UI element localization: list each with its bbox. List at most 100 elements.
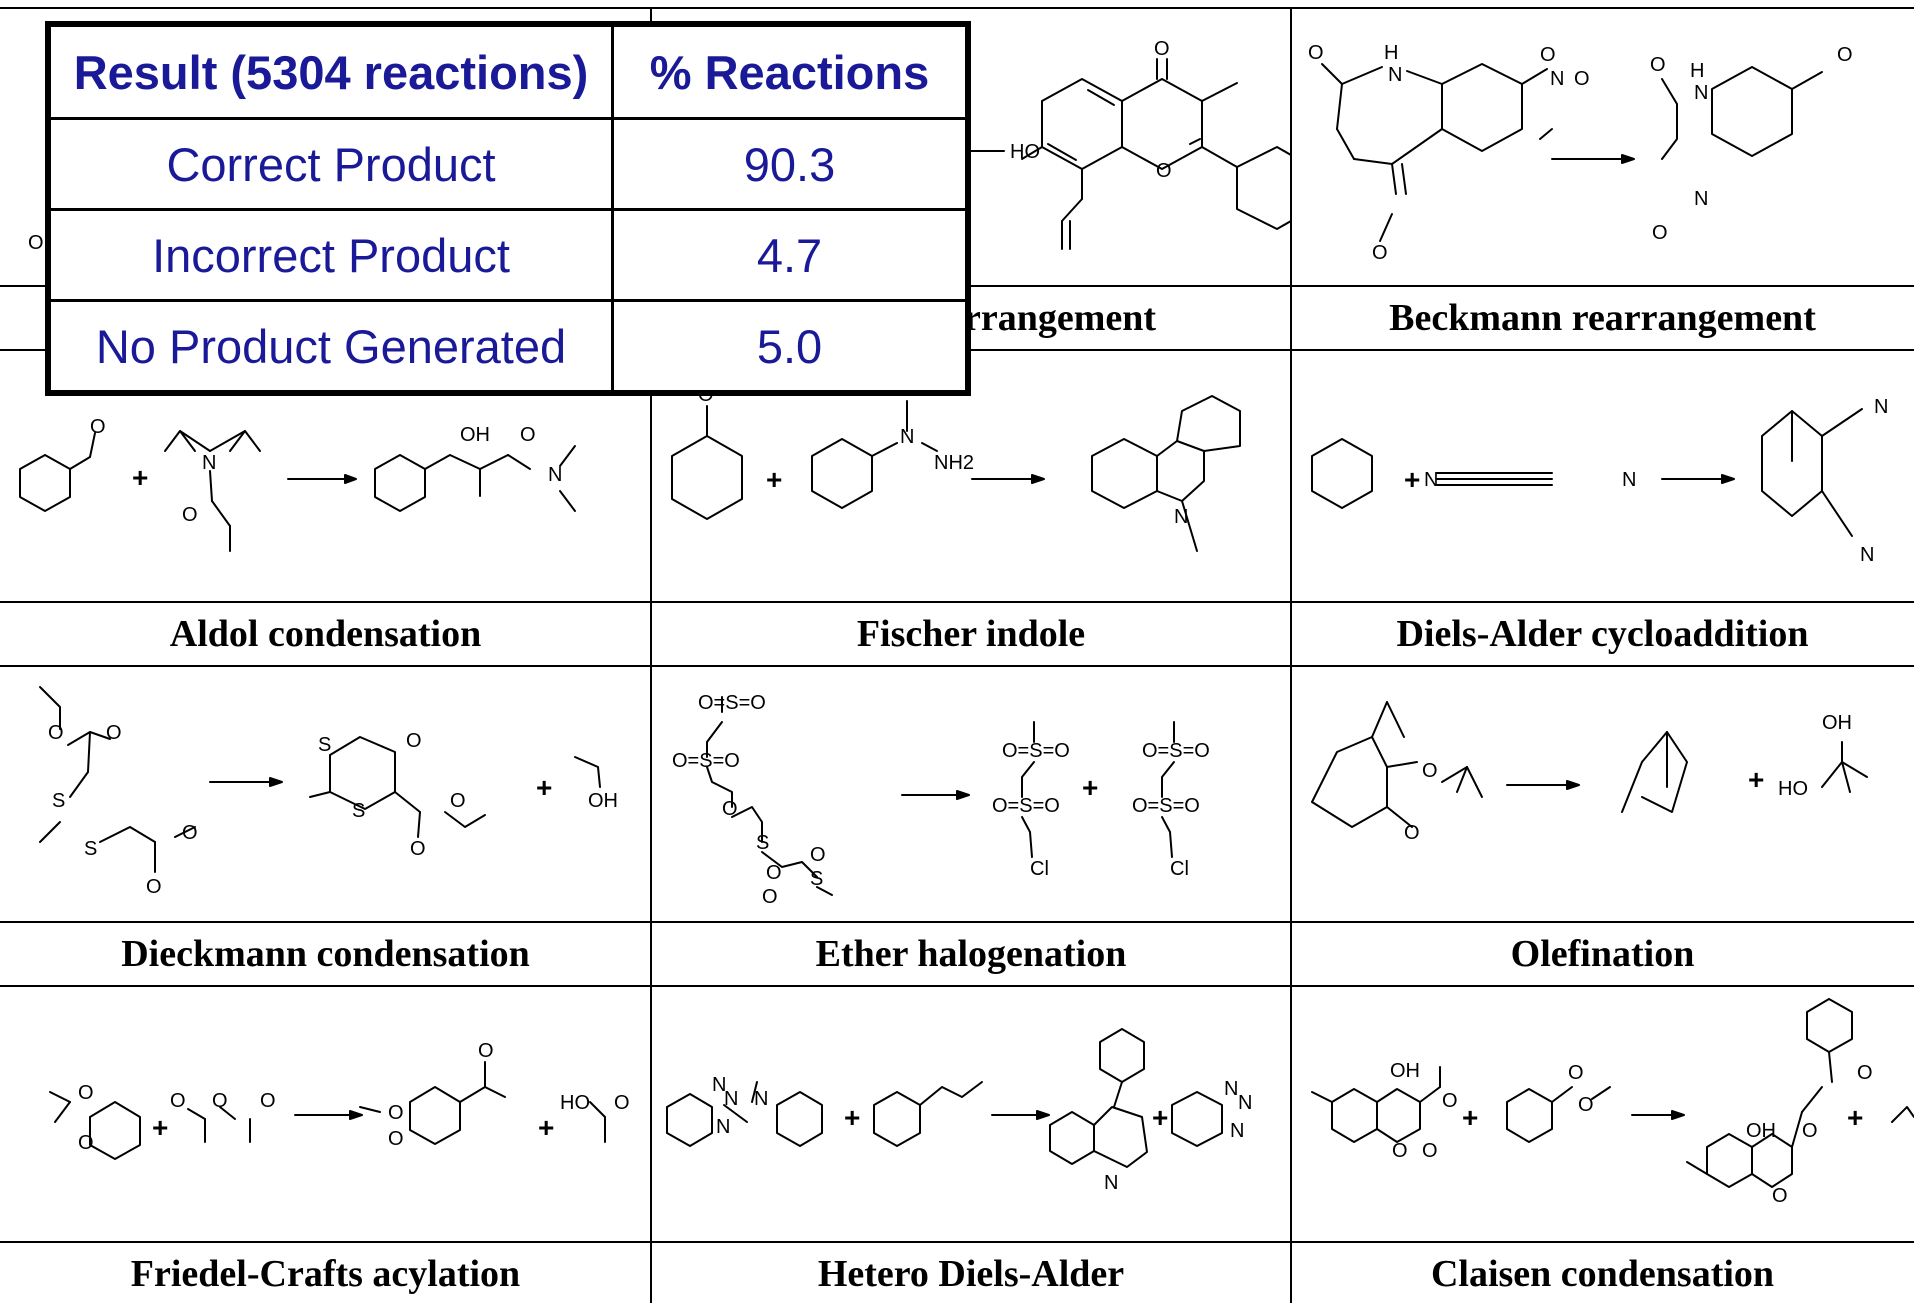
atom-label: Cl (1030, 858, 1049, 880)
atom-label: O (478, 1040, 494, 1062)
row-label: Incorrect Product (47, 208, 614, 302)
atom-label: O (614, 1092, 630, 1114)
atom-label: N (1224, 1078, 1238, 1100)
atom-label: O=S=O (1132, 795, 1200, 817)
plus-sign: + (844, 1102, 860, 1133)
caption-ether-halogenation: Ether halogenation (815, 933, 1127, 975)
table-row: Correct Product 90.3 (47, 117, 969, 211)
atom-label: OH (588, 790, 618, 812)
atom-label: O (1422, 760, 1438, 782)
atom-label: S (810, 868, 823, 890)
header-result: Result (5304 reactions) (47, 23, 614, 120)
atom-label: OH (1746, 1120, 1776, 1142)
atom-label: N (1238, 1092, 1252, 1114)
atom-label: O (388, 1102, 404, 1124)
caption-claisen: Claisen condensation (1430, 1253, 1775, 1295)
atom-label: NH2 (934, 452, 974, 474)
atom-label: N (202, 452, 216, 474)
atom-label: O (182, 822, 198, 844)
atom-label: O (1156, 160, 1172, 182)
atom-label: O (762, 886, 778, 908)
header-percent: % Reactions (611, 23, 969, 120)
atom-label: N (724, 1088, 738, 1110)
reaction-hetero-diels-alder: N N N N + N + N N N (652, 987, 1290, 1241)
atom-label: HO (560, 1092, 590, 1114)
atom-label: O (1574, 68, 1590, 90)
caption-fischer: Fischer indole (856, 613, 1086, 655)
atom-label: N (1388, 64, 1402, 86)
atom-label: O (450, 790, 466, 812)
reaction-olefination: O O + OH HO (1292, 667, 1914, 921)
atom-label: Cl (1170, 858, 1189, 880)
plus-sign: + (1462, 1102, 1478, 1133)
atom-label: S (318, 734, 331, 756)
atom-label: O (1857, 1062, 1873, 1084)
atom-label: O (1404, 822, 1420, 844)
reaction-cell-hidden: O (0, 9, 651, 286)
atom-label: OH (460, 424, 490, 446)
reaction-diels-alder: + N N N N (1292, 351, 1914, 601)
atom-label: O (90, 416, 106, 438)
plus-sign: + (1404, 464, 1420, 495)
atom-label: O=S=O (992, 795, 1060, 817)
atom-label: N (900, 426, 914, 448)
reaction-aldol: O + N O OH O N (0, 351, 650, 601)
caption-diels-alder: Diels-Alder cycloaddition (1396, 613, 1809, 655)
caption-hetero-diels-alder: Hetero Diels-Alder (817, 1253, 1125, 1295)
caption-partial-rearrangement: rrangement (963, 297, 1157, 339)
atom-label: H (1384, 42, 1398, 64)
atom-label: N (1424, 469, 1438, 491)
atom-label: O (722, 798, 738, 820)
reaction-chromone: HO O O (652, 9, 1290, 286)
atom-label: HO (1010, 141, 1040, 163)
caption-beckmann: Beckmann rearrangement (1389, 297, 1816, 339)
row-label: Correct Product (47, 117, 614, 211)
atom-label: O (28, 232, 44, 254)
atom-label: N (1174, 506, 1188, 528)
caption-aldol: Aldol condensation (169, 613, 482, 655)
plus-sign: + (132, 462, 148, 493)
caption-dieckmann: Dieckmann condensation (121, 933, 530, 975)
atom-label: N (712, 1074, 726, 1096)
atom-label: N (1550, 68, 1564, 90)
atom-label: O (1837, 44, 1853, 66)
row-value: 5.0 (611, 299, 969, 394)
atom-label: O (388, 1128, 404, 1150)
row-label: No Product Generated (47, 299, 614, 394)
atom-label: O (48, 722, 64, 744)
atom-label: O (1154, 38, 1170, 60)
atom-label: N (1694, 82, 1708, 104)
atom-label: S (352, 800, 365, 822)
atom-label: S (756, 832, 769, 854)
plus-sign: + (1748, 764, 1764, 795)
atom-label: N (548, 464, 562, 486)
atom-label: O (78, 1082, 94, 1104)
atom-label: HO (1778, 778, 1808, 800)
table-row: Incorrect Product 4.7 (47, 208, 969, 302)
atom-label: O (182, 504, 198, 526)
plus-sign: + (1152, 1102, 1168, 1133)
atom-label: O (1650, 54, 1666, 76)
reaction-friedel-crafts: O O + O O O O O O + HO O (0, 987, 650, 1241)
atom-label: O (520, 424, 536, 446)
atom-label: N (1622, 469, 1636, 491)
reaction-ether-halogenation: O=S=O O=S=O O S O O S O O=S=O O=S=O Cl +… (652, 667, 1290, 921)
caption-olefination: Olefination (1510, 933, 1695, 975)
atom-label: O (1578, 1094, 1594, 1116)
plus-sign: + (1082, 772, 1098, 803)
atom-label: O (766, 862, 782, 884)
atom-label: O (106, 722, 122, 744)
plus-sign: + (766, 464, 782, 495)
caption-friedel-crafts: Friedel-Crafts acylation (130, 1253, 521, 1295)
atom-label: O (1540, 44, 1556, 66)
atom-label: N (716, 1116, 730, 1138)
reaction-beckmann: O H N O N O O O H N N O O (1292, 9, 1914, 286)
atom-label: S (84, 838, 97, 860)
atom-label: O (410, 838, 426, 860)
plus-sign: + (536, 772, 552, 803)
atom-label: N (1230, 1120, 1244, 1142)
atom-label: O (1422, 1140, 1438, 1162)
atom-label: O (146, 876, 162, 898)
atom-label: O=S=O (1002, 740, 1070, 762)
plus-sign: + (538, 1112, 554, 1143)
